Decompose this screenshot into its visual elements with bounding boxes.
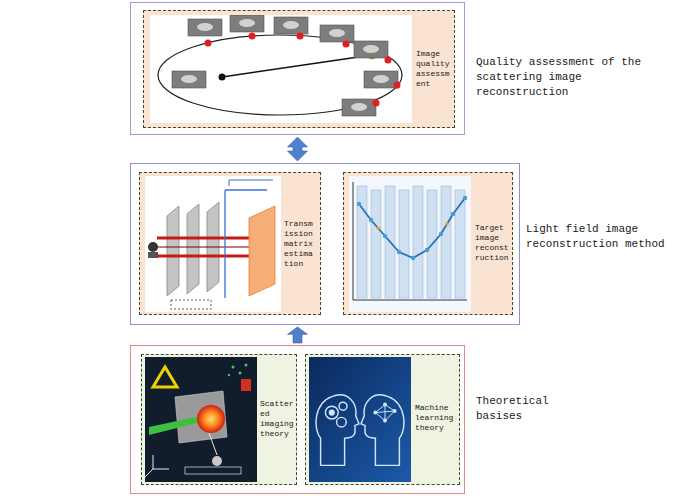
module-label: Scattered imaging theory	[260, 399, 295, 439]
module-box: Target image reconstruction	[343, 172, 513, 315]
tier-panel: Light field image reconstruction method …	[130, 163, 520, 325]
module-box: Transmission matrix estimation	[139, 172, 321, 315]
module-box: Machine learning theory	[305, 354, 460, 485]
tier-panel: Quality assessment of the scattering ima…	[130, 2, 465, 135]
module-label: Image quality assessment	[416, 49, 451, 89]
tier-heading: Quality assessment of the scattering ima…	[476, 55, 661, 100]
scattering-theory-figure	[145, 357, 257, 482]
module-box: Image quality assessment	[143, 10, 455, 128]
tier-heading: Light field image reconstruction method	[526, 222, 671, 252]
block-arrow	[288, 327, 308, 343]
quality-assessment-figure	[150, 15, 412, 123]
machine-learning-figure	[309, 357, 411, 482]
module-label: Machine learning theory	[415, 403, 454, 433]
transmission-matrix-figure	[145, 176, 281, 312]
module-box: Scattered imaging theory	[141, 354, 297, 485]
tier-panel: Theoretical basises Scattered imaging th…	[130, 345, 465, 494]
double-arrow	[288, 137, 308, 161]
tier-heading: Theoretical basises	[476, 394, 596, 424]
reconstruction-chart-figure	[349, 176, 471, 312]
module-label: Target image reconstruction	[475, 223, 510, 263]
module-label: Transmission matrix estimation	[284, 219, 314, 269]
